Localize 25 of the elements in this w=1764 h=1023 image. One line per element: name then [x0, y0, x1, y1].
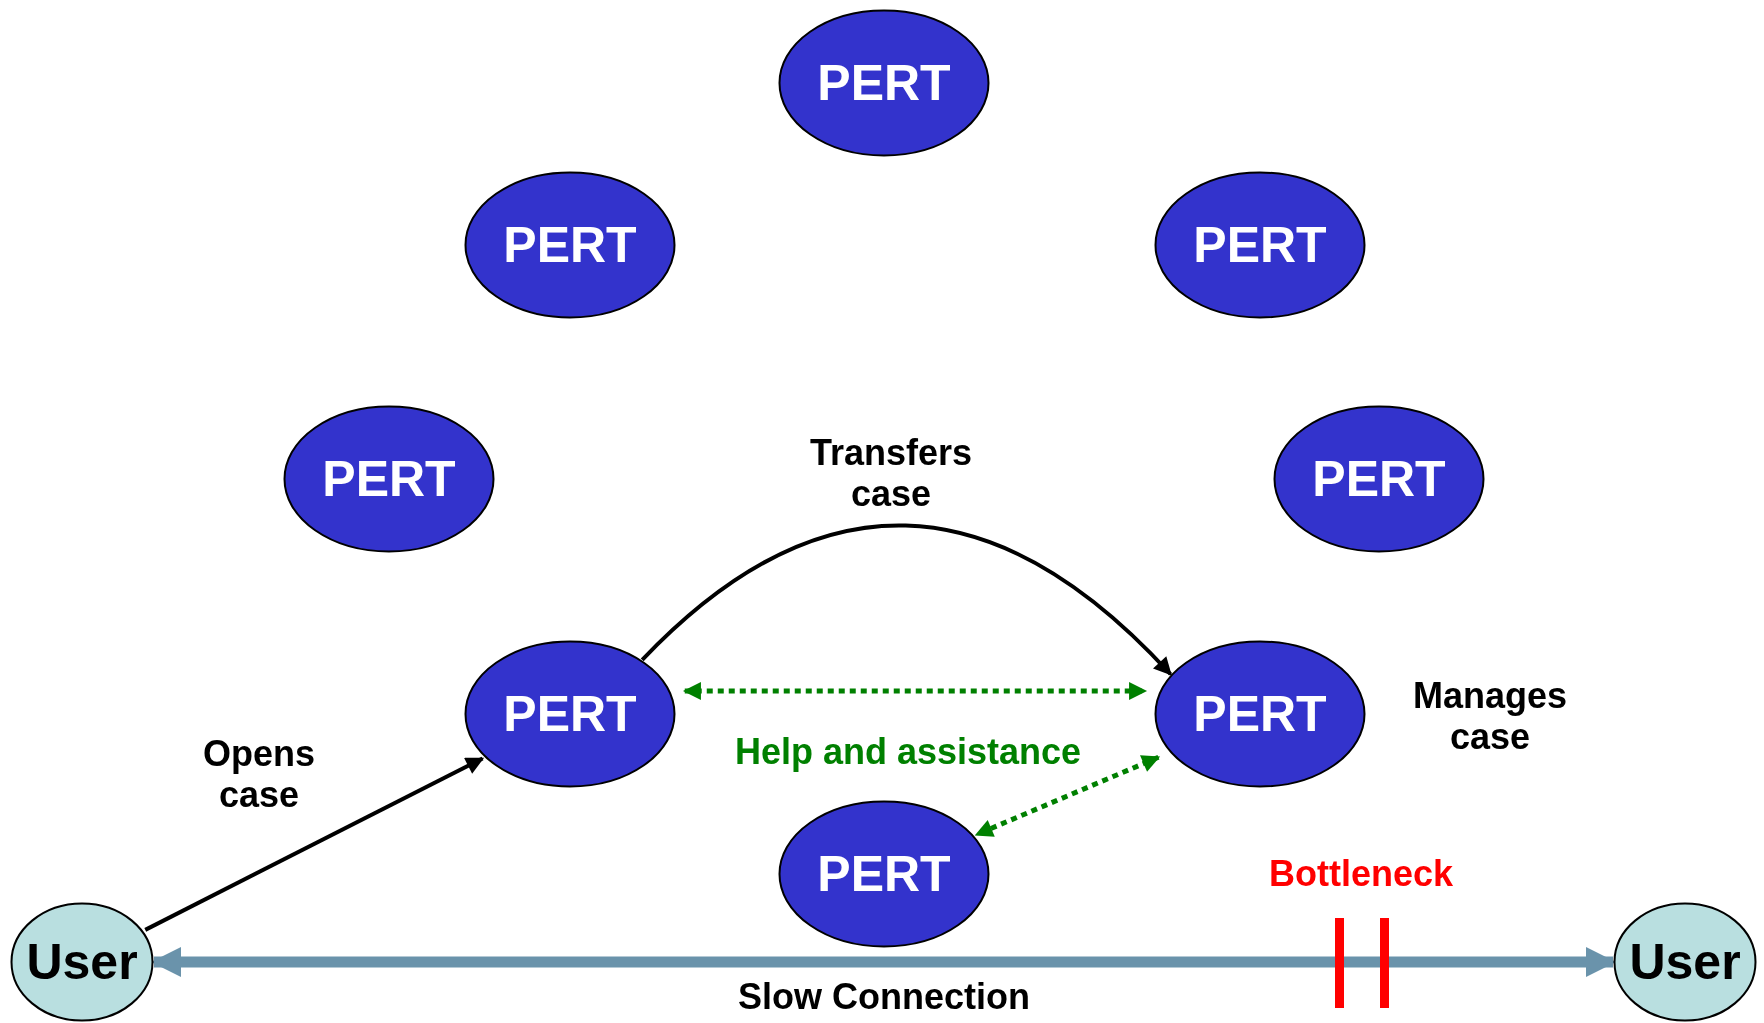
arrow [144, 756, 485, 932]
team-ellipse [778, 9, 990, 157]
team-ellipse [464, 640, 676, 788]
node-label: PERT [817, 58, 951, 108]
node-label: PERT [322, 454, 456, 504]
node-label: PERT [503, 689, 637, 739]
node-label: PERT [1193, 220, 1327, 270]
node-label: User [1629, 937, 1741, 987]
team-ellipse [1154, 640, 1366, 788]
arrow [974, 754, 1161, 837]
team-ellipse [1273, 405, 1485, 553]
user-ellipse [1613, 902, 1757, 1022]
team-ellipse [283, 405, 495, 553]
team-ellipse [1154, 171, 1366, 319]
user-ellipse [10, 902, 154, 1022]
node-label: User [26, 937, 138, 987]
node-label: PERT [1193, 689, 1327, 739]
node-label: PERT [1312, 454, 1446, 504]
team-ellipse [464, 171, 676, 319]
node-label: PERT [817, 849, 951, 899]
arrow [640, 523, 1172, 676]
arrow [682, 682, 1148, 700]
bottleneck-label: Bottleneck [1268, 853, 1454, 895]
team-ellipse [778, 800, 990, 948]
node-label: PERT [503, 220, 637, 270]
